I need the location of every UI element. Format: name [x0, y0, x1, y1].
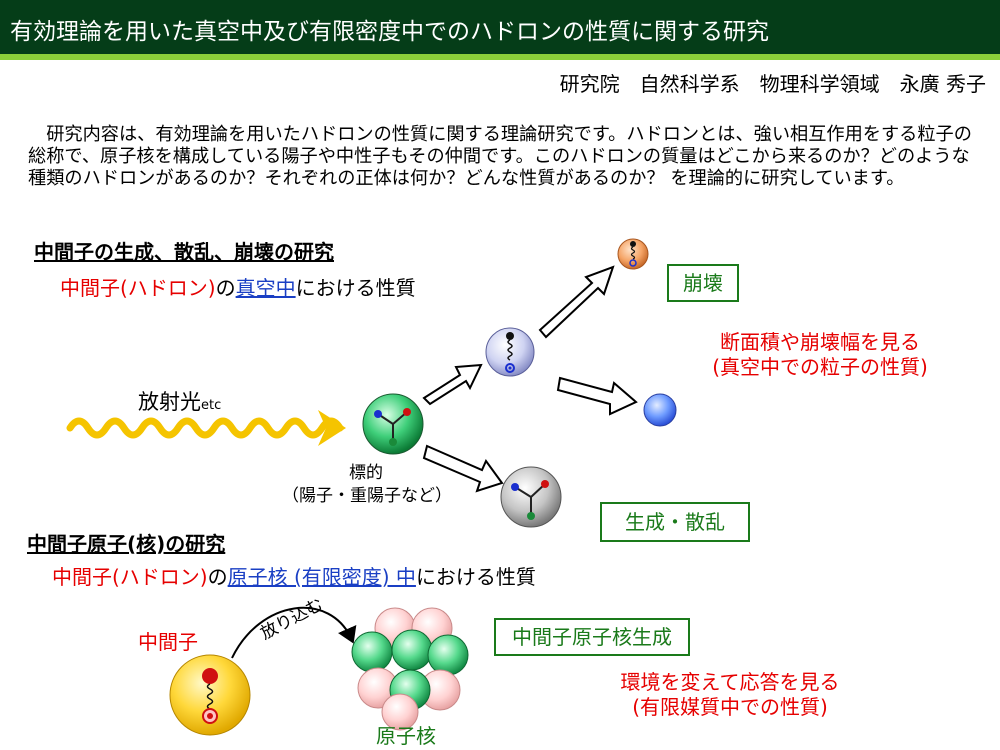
environment-note-line2: (有限媒質中での性質) — [632, 695, 828, 719]
insert-arrow — [231, 606, 357, 659]
blue-particle — [643, 393, 677, 427]
target-label: 標的 — [349, 463, 383, 483]
decay-note: 断面積や崩壊幅を見る (真空中での粒子の性質) — [680, 330, 960, 380]
arrow-to-production — [422, 444, 504, 493]
section2-red-text: 中間子(ハドロン) — [52, 565, 208, 589]
section2-mid-text: の — [207, 565, 228, 589]
section1-title: 中間子の生成、散乱、崩壊の研究 — [34, 240, 334, 264]
vacuum-meson — [485, 327, 535, 377]
decay-box: 崩壊 — [667, 264, 739, 302]
decay-note-line1: 断面積や崩壊幅を見る — [720, 330, 920, 354]
section2-tail-text: における性質 — [415, 565, 536, 589]
arrow-to-blue-ball — [556, 376, 638, 416]
section1-tail-text: における性質 — [295, 276, 416, 300]
section1-subtitle: 中間子(ハドロン)の真空中における性質 — [60, 272, 416, 301]
target-sublabel: （陽子・重陽子など） — [282, 486, 452, 506]
section1-mid-text: の — [215, 276, 236, 300]
radiation-arrowhead — [318, 410, 346, 446]
target-particle — [362, 393, 424, 455]
decay-note-line2: (真空中での粒子の性質) — [712, 355, 928, 379]
section2-blue-text: 原子核 (有限密度) 中 — [227, 565, 416, 589]
intro-paragraph: 研究内容は、有効理論を用いたハドロンの性質に関する理論研究です。ハドロンとは、強… — [28, 124, 972, 189]
radiation-label-sub: etc — [201, 398, 222, 413]
production-box: 生成・散乱 — [600, 502, 750, 542]
meson-ball — [169, 654, 251, 736]
mesonic-nucleus-box: 中間子原子核生成 — [494, 618, 690, 656]
header-bar: 有効理論を用いた真空中及び有限密度中でのハドロンの性質に関する研究 — [0, 0, 1000, 54]
decay-meson — [617, 238, 649, 270]
page-title: 有効理論を用いた真空中及び有限密度中でのハドロンの性質に関する研究 — [10, 19, 769, 45]
section1-red-text: 中間子(ハドロン) — [60, 276, 216, 300]
author-line: 研究院 自然科学系 物理科学領域 永廣 秀子 — [559, 72, 986, 96]
produced-particle — [500, 466, 562, 528]
radiation-label-main: 放射光 — [138, 390, 201, 414]
arrow-to-vacuum-meson — [422, 363, 483, 406]
environment-note-line1: 環境を変えて応答を見る — [620, 670, 840, 694]
radiation-label: 放射光etc — [138, 386, 221, 416]
environment-note: 環境を変えて応答を見る (有限媒質中での性質) — [590, 670, 870, 720]
nucleus-label: 原子核 — [376, 724, 436, 748]
section2-title: 中間子原子(核)の研究 — [27, 532, 226, 556]
meson-label: 中間子 — [138, 630, 198, 654]
section2-subtitle: 中間子(ハドロン)の原子核 (有限密度) 中における性質 — [52, 561, 536, 590]
nucleus-cluster — [351, 607, 469, 731]
header-accent-line — [0, 54, 1000, 60]
radiation-wave — [66, 417, 344, 439]
arrow-to-decay — [538, 265, 615, 339]
section1-blue-text: 真空中 — [235, 276, 296, 300]
